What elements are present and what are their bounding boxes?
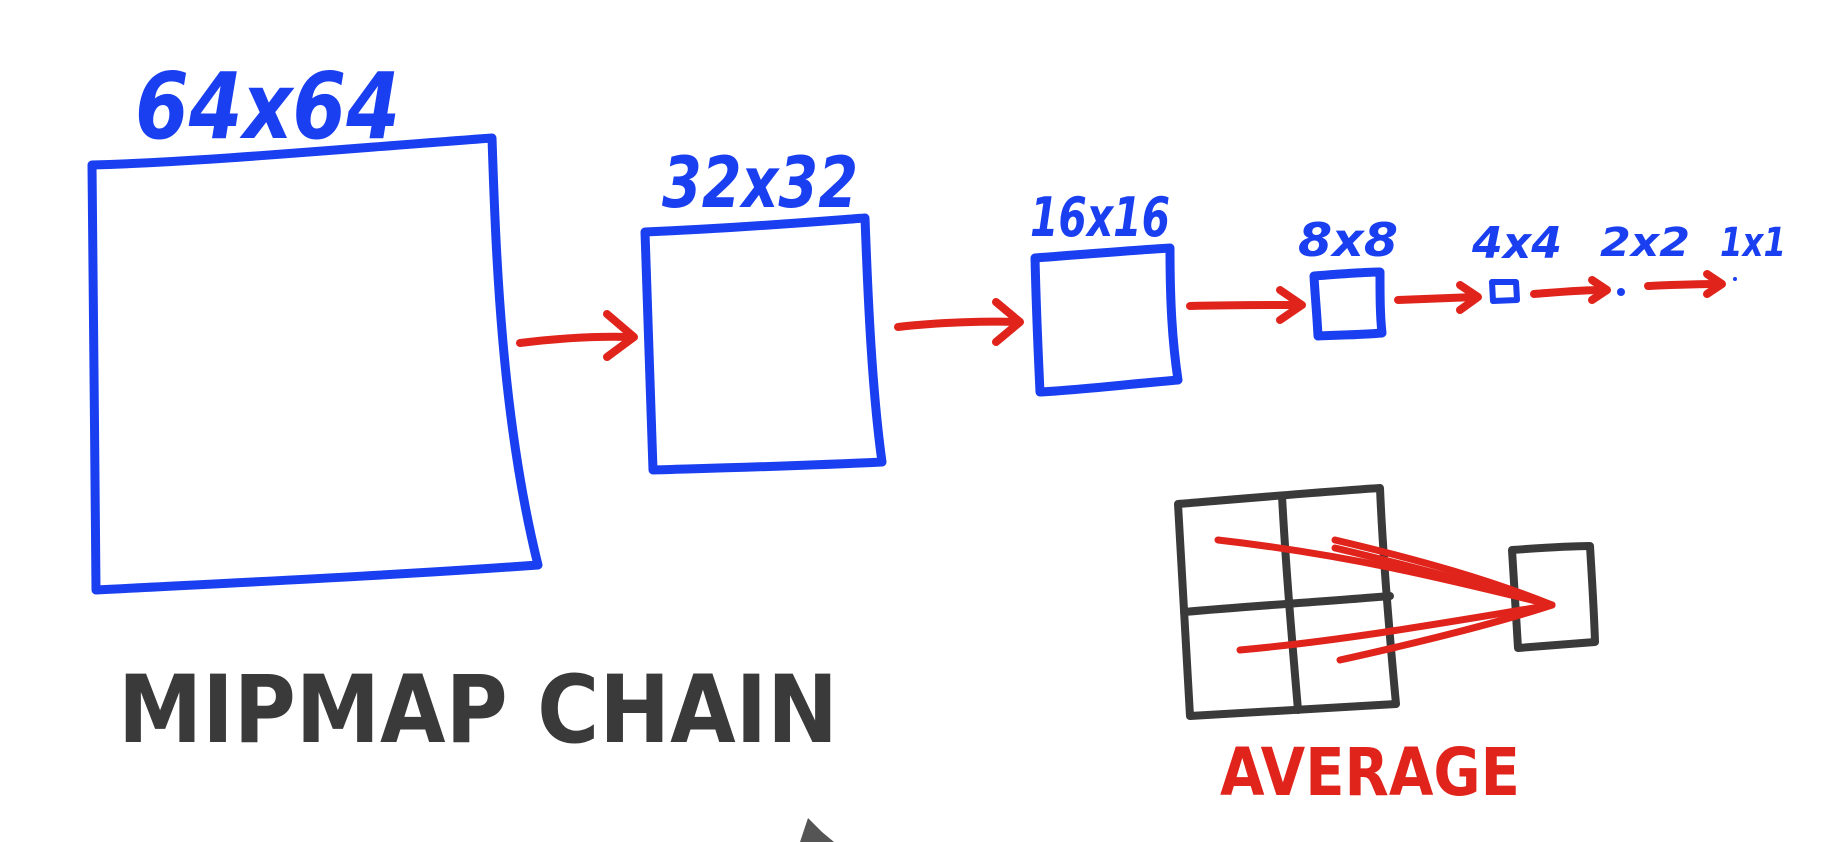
arrow-4-to-2 [1530, 276, 1611, 304]
label-4x4: 4x4 [1471, 218, 1562, 269]
level-1-dot [1733, 277, 1737, 281]
arrow-8-to-4 [1394, 281, 1482, 314]
mip-levels [87, 133, 1737, 595]
level-labels: 64x64 32x32 16x16 8x8 4x4 2x2 1x1 [135, 53, 1786, 269]
level-32-square [640, 213, 887, 475]
arrow-16-to-8 [1186, 286, 1306, 324]
pen-cursor-icon [800, 818, 834, 842]
arrow-64-to-32 [516, 310, 638, 361]
arrow-32-to-16 [894, 298, 1024, 346]
level-16-square [1030, 243, 1183, 397]
label-64x64: 64x64 [135, 53, 400, 160]
chain-arrows [516, 270, 1726, 361]
label-16x16: 16x16 [1030, 186, 1170, 249]
averaging-arrows [1214, 536, 1556, 664]
label-32x32: 32x32 [662, 142, 858, 224]
grid-outer [1174, 484, 1400, 720]
arrow-2-to-1 [1644, 270, 1726, 298]
level-8-square [1309, 267, 1387, 341]
label-8x8: 8x8 [1298, 213, 1398, 267]
level-64-square [87, 133, 543, 595]
level-4-square [1489, 279, 1520, 304]
mipmap-chain-caption: MIPMAP CHAIN [118, 656, 838, 765]
label-2x2: 2x2 [1600, 220, 1690, 266]
label-1x1: 1x1 [1720, 220, 1786, 266]
average-illustration [1174, 484, 1599, 720]
level-2-dot [1617, 288, 1625, 296]
average-label: AVERAGE [1220, 734, 1520, 811]
grid-horizontal-line [1180, 592, 1394, 616]
source-grid [1174, 484, 1400, 720]
